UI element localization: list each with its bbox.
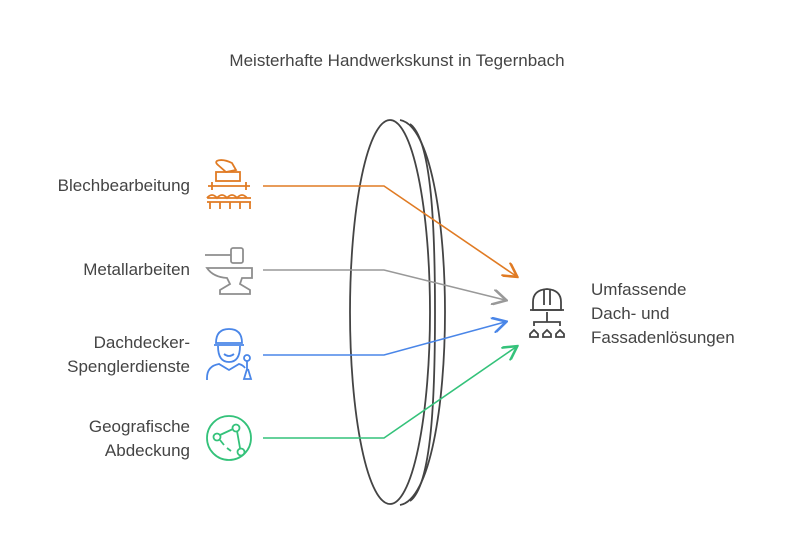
label-blechbearbeitung: Blechbearbeitung — [57, 176, 190, 195]
lens-shape — [349, 119, 446, 506]
diagram-title: Meisterhafte Handwerkskunst in Tegernbac… — [229, 51, 565, 70]
label-output: Umfassende Dach- und Fassadenlösungen — [591, 280, 735, 347]
anvil-hammer-icon — [205, 247, 253, 295]
connector-blechbearbeitung — [263, 185, 516, 276]
label-metallarbeiten: Metallarbeiten — [83, 260, 190, 279]
connector-geografische — [263, 347, 516, 439]
hardhat-hierarchy-icon — [529, 288, 565, 338]
label-geografische: Geografische Abdeckung — [88, 417, 190, 460]
worker-icon — [206, 328, 253, 380]
network-globe-icon — [206, 415, 252, 461]
label-dachdecker: Dachdecker- Spenglerdienste — [67, 333, 190, 376]
roofing-tools-icon — [206, 159, 251, 209]
connector-metallarbeiten — [263, 269, 505, 300]
connector-dachdecker — [263, 322, 505, 356]
